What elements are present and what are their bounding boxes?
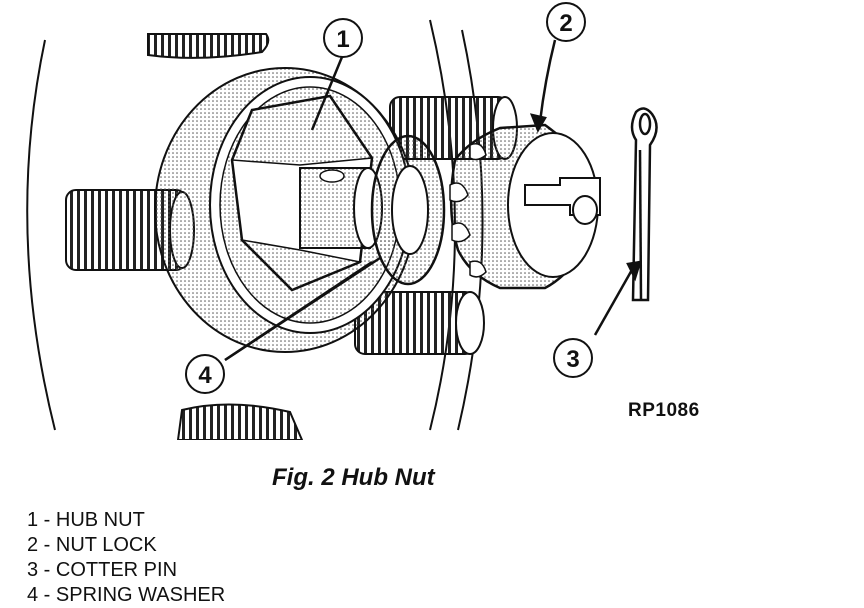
cotter-pin (630, 107, 658, 302)
leader-lines (224, 39, 642, 362)
legend-item-nut-lock: 2 - NUT LOCK (27, 534, 157, 556)
legend-item-hub-nut: 1 - HUB NUT (27, 509, 145, 531)
svg-text:1: 1 (336, 26, 349, 53)
hub-nut-illustration: 1 2 3 4 (26, 2, 658, 440)
legend-item-cotter-pin: 3 - COTTER PIN (27, 559, 178, 581)
drawing-code: RP1086 (628, 400, 700, 421)
callout-2: 2 (546, 2, 586, 42)
callout-4: 4 (185, 354, 225, 394)
spring-washer (370, 134, 446, 286)
legend-item-spring-washer: 4 - SPRING WASHER (27, 584, 226, 606)
parts-legend: 1 - HUB NUT 2 - NUT LOCK 3 - COTTER PIN … (27, 508, 225, 608)
svg-text:4: 4 (198, 362, 212, 389)
axle-shaft (299, 167, 383, 249)
callout-3: 3 (553, 338, 593, 378)
figure-caption: Fig. 2 Hub Nut (272, 464, 435, 491)
wheel-stud-top (147, 33, 270, 59)
svg-text:3: 3 (566, 346, 579, 373)
svg-text:2: 2 (559, 10, 572, 37)
callout-1: 1 (323, 18, 363, 58)
wheel-stud-bottom (176, 403, 304, 440)
wheel-stud-lower-right (354, 291, 485, 355)
nut-lock (449, 123, 601, 290)
